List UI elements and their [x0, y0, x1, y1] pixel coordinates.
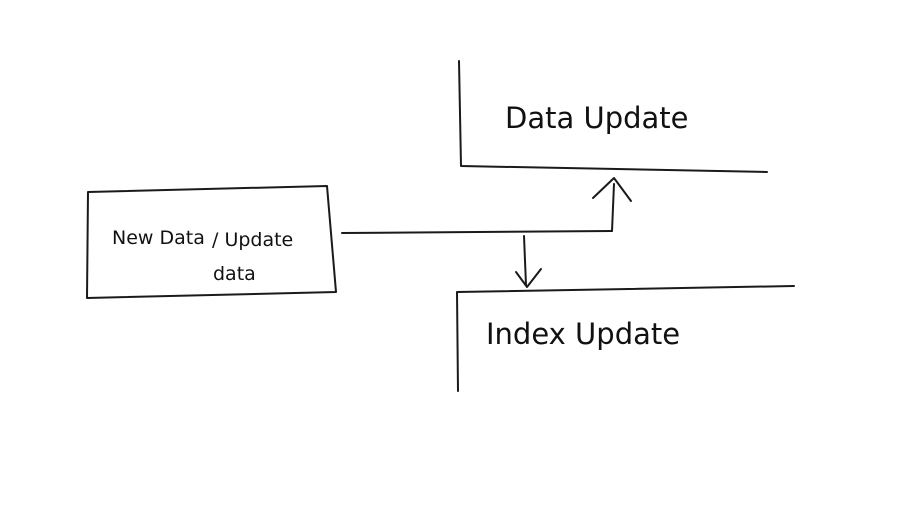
connector-up — [611, 183, 615, 232]
index-update-label: Index Update — [486, 317, 681, 351]
arrow-down-head — [515, 268, 542, 288]
source-box — [86, 185, 337, 299]
arrow-up-head — [592, 177, 632, 202]
source-label-new-data: New Data — [112, 227, 205, 249]
connector-down — [523, 235, 527, 286]
source-label-update: / Update — [212, 229, 294, 251]
data-update-bracket — [458, 60, 768, 173]
source-label-data: data — [213, 263, 256, 285]
data-update-label: Data Update — [505, 101, 689, 135]
index-update-bracket — [456, 285, 795, 392]
connector-main — [341, 230, 613, 234]
